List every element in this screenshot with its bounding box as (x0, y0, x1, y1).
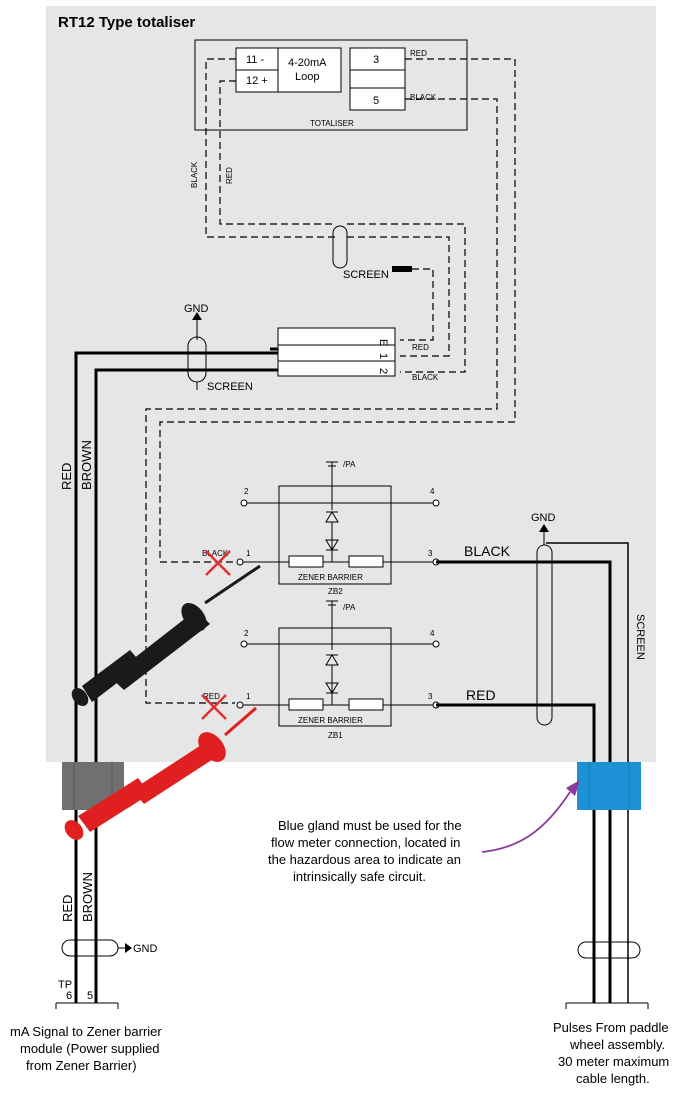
right-screen-label: SCREEN (634, 614, 646, 660)
right-ground (536, 524, 553, 726)
block-red-label: RED (412, 343, 429, 352)
zener-barrier-zb2: /PA 2 4 1 3 BLACK ZENER BARRIER ZB2 (202, 460, 440, 596)
svg-text:Pulses From paddle: Pulses From paddle (553, 1020, 669, 1035)
vertical-red-label: RED (225, 167, 234, 184)
zb1-pa-label: /PA (343, 603, 356, 612)
svg-text:wheel assembly.: wheel assembly. (569, 1037, 665, 1052)
blue-gland (577, 762, 641, 810)
zb2-pin4: 4 (430, 487, 435, 496)
mid-gnd-label: GND (184, 303, 209, 315)
zb2-name: ZENER BARRIER (298, 573, 363, 582)
right-black-label: BLACK (464, 543, 511, 559)
zb1-name: ZENER BARRIER (298, 716, 363, 725)
svg-text:cable length.: cable length. (576, 1071, 650, 1086)
terminal-11-label: 11 - (246, 54, 264, 66)
pin-5-label: 5 (87, 990, 93, 1002)
block-black-label: BLACK (412, 373, 439, 382)
zb1-pin2: 2 (244, 629, 249, 638)
blue-gland-annotation: Blue gland must be used for the flow met… (268, 818, 462, 884)
cross-zb1-icon (201, 694, 227, 720)
left-caption: mA Signal to Zener barrier module (Power… (10, 1024, 162, 1073)
pin-6-label: 6 (66, 990, 72, 1002)
terminal-1-label: 1 (377, 353, 389, 359)
cross-zb2-icon (205, 550, 231, 576)
zener-barrier-zb1: /PA 2 4 1 3 RED ZENER BARRIER ZB1 (203, 600, 440, 740)
right-red-cable (436, 703, 596, 1003)
terminal-2-label: 2 (377, 368, 389, 374)
zb1-id: ZB1 (328, 731, 343, 740)
bottom-gnd-label: GND (133, 943, 158, 955)
upper-screen-capsule (332, 225, 348, 269)
zb1-pin4: 4 (430, 629, 435, 638)
svg-text:from Zener Barrier): from Zener Barrier) (26, 1058, 137, 1073)
upper-screen-label: SCREEN (343, 269, 389, 281)
annotation-line1: Blue gland must be used for the (278, 818, 462, 833)
annotation-arrow (481, 791, 571, 853)
svg-text:mA Signal to Zener barrier: mA Signal to Zener barrier (10, 1024, 162, 1039)
right-bottom-capsule (577, 941, 641, 959)
terminal-3-label: 3 (373, 54, 379, 66)
bottom-ground-capsule (61, 939, 119, 957)
mid-ground (187, 312, 207, 390)
dashed-wiring (145, 58, 516, 704)
annotation-line2: flow meter connection, located in (271, 835, 460, 850)
loop-label-line1: 4-20mA (288, 57, 327, 69)
right-screen-cable (546, 542, 629, 1003)
right-caption: Pulses From paddle wheel assembly. 30 me… (553, 1020, 669, 1086)
right-black-cable (436, 560, 612, 1003)
left-red-label: RED (59, 463, 74, 490)
zb1-in-label: RED (203, 692, 220, 701)
terminal-12-label: 12 + (246, 75, 268, 87)
black-test-probe-icon (71, 564, 261, 706)
totaliser-caption: TOTALISER (310, 119, 354, 128)
terminal-e-label: E (377, 339, 389, 346)
annotation-line4: intrinsically safe circuit. (293, 869, 426, 884)
totaliser-red-label: RED (410, 49, 427, 58)
mid-screen-label: SCREEN (207, 381, 253, 393)
loop-label-line2: Loop (295, 71, 319, 83)
zb2-pin1: 1 (246, 549, 251, 558)
vertical-black-label: BLACK (190, 161, 199, 188)
left-brown-lower-label: BROWN (80, 872, 95, 922)
annotation-line3: the hazardous area to indicate an (268, 852, 461, 867)
terminal-block: E 1 2 RED BLACK (270, 327, 439, 382)
zb1-pin1: 1 (246, 692, 251, 701)
terminal-5-label: 5 (373, 95, 379, 107)
zb1-pin3: 3 (428, 692, 433, 701)
left-brown-label: BROWN (79, 440, 94, 490)
zb2-in-label: BLACK (202, 549, 229, 558)
svg-text:module (Power supplied: module (Power supplied (20, 1041, 159, 1056)
svg-text:30 meter maximum: 30 meter maximum (558, 1054, 669, 1069)
upper-screen-terminal (392, 266, 412, 272)
left-red-lower-label: RED (60, 895, 75, 922)
totaliser-unit: 11 - 12 + 4-20mA Loop 3 5 TOTALISER RED … (194, 39, 468, 131)
zb2-pa-label: /PA (343, 460, 356, 469)
zb2-pin2: 2 (244, 487, 249, 496)
zb2-pin3: 3 (428, 549, 433, 558)
enclosure-panel (46, 6, 656, 762)
right-gnd-label: GND (531, 512, 556, 524)
red-test-probe-icon (64, 706, 257, 840)
right-red-label: RED (466, 687, 496, 703)
totaliser-black-label: BLACK (410, 93, 437, 102)
tp-label: TP (58, 979, 72, 991)
zb2-id: ZB2 (328, 587, 343, 596)
diagram-title: RT12 Type totaliser (58, 14, 195, 31)
